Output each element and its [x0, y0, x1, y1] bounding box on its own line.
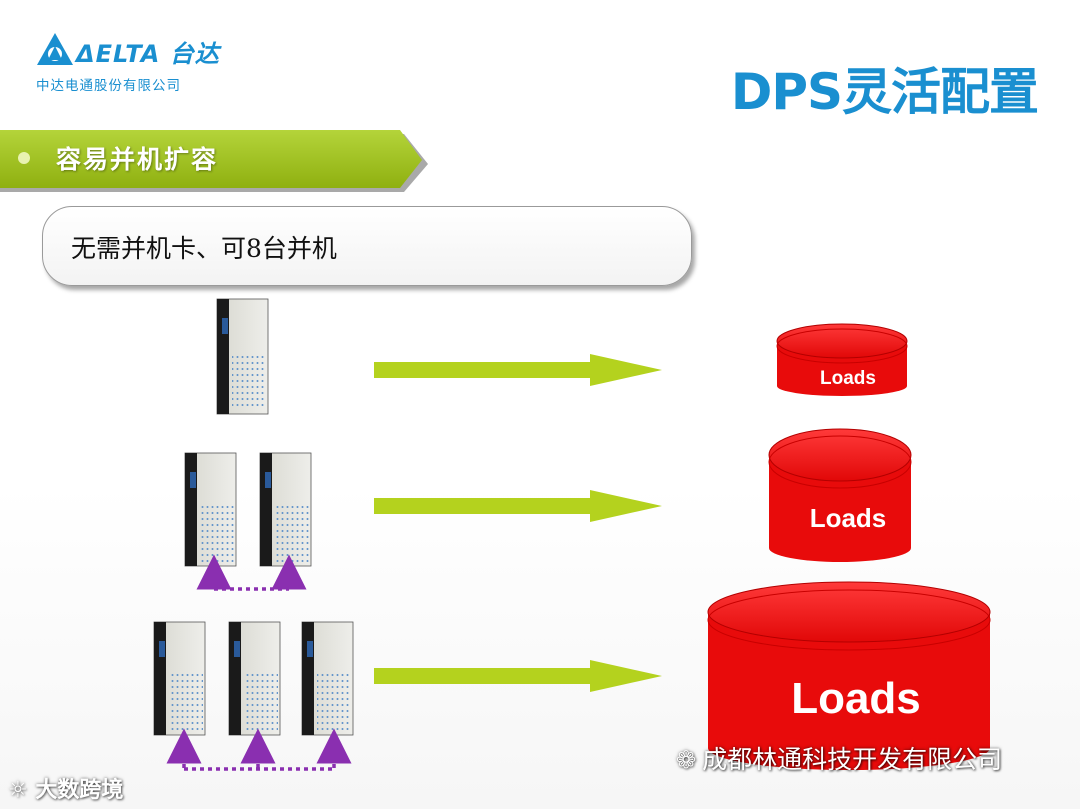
parallel-link — [214, 572, 289, 589]
ups-unit — [217, 299, 268, 414]
watermark-logo-icon: ☼ — [8, 778, 28, 803]
watermark-right-text: 成都林通科技开发有限公司 — [702, 745, 1002, 774]
right-arrow-icon — [374, 354, 662, 386]
load-label: Loads — [810, 503, 887, 533]
right-arrow-icon — [374, 490, 662, 522]
ups-unit — [154, 622, 205, 735]
load-label: Loads — [820, 368, 876, 389]
ups-unit — [229, 622, 280, 735]
parallel-link — [184, 746, 334, 769]
watermark-left-text: 大数跨境 — [35, 778, 123, 803]
ups-unit — [302, 622, 353, 735]
watermark-left: ☼ 大数跨境 — [8, 772, 123, 804]
wechat-icon: ❁ — [676, 746, 696, 774]
right-arrow-icon — [374, 660, 662, 692]
load-label: Loads — [791, 674, 921, 723]
ups-unit — [185, 453, 236, 566]
load-cylinder-icon — [769, 429, 911, 562]
watermark-right: ❁成都林通科技开发有限公司 — [676, 740, 1002, 776]
ups-unit — [260, 453, 311, 566]
